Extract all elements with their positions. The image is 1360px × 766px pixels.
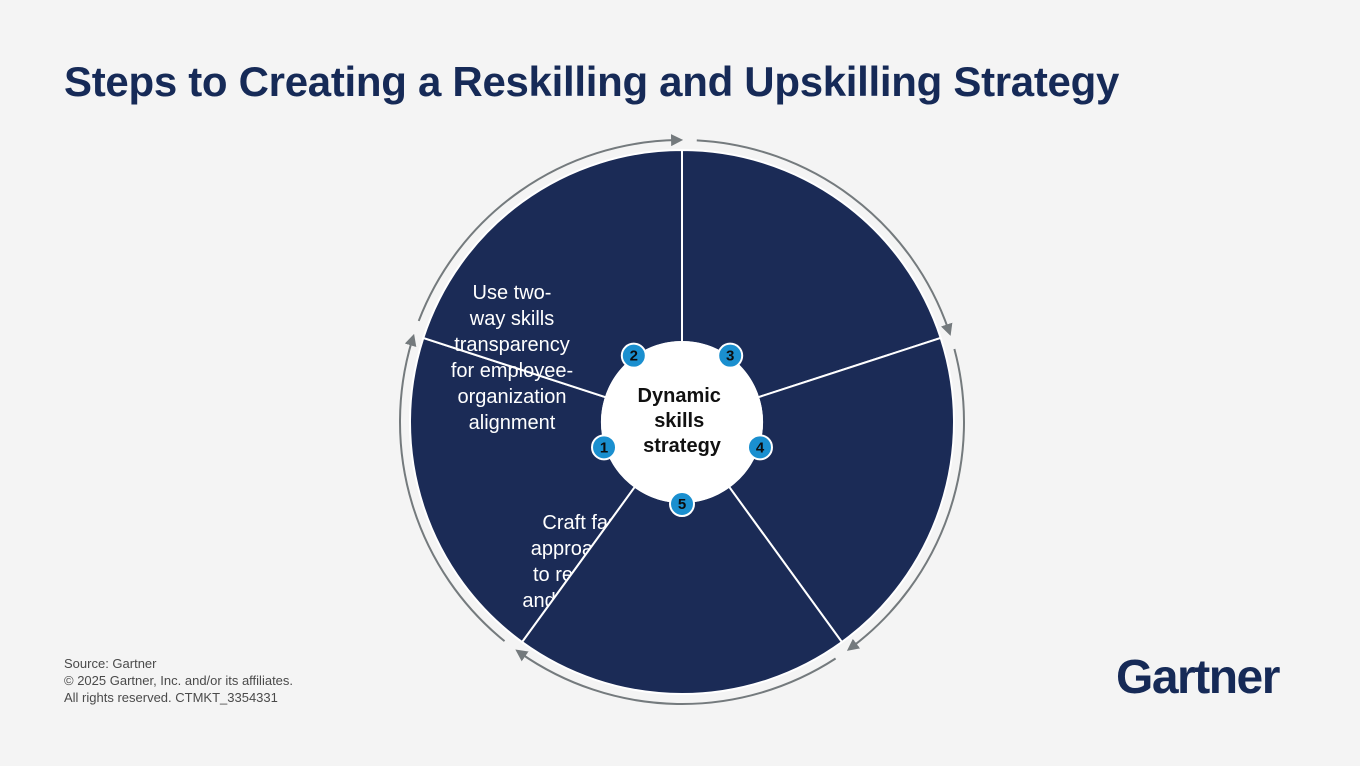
cycle-arrow xyxy=(417,134,684,322)
step-3-number: 3 xyxy=(726,348,734,365)
source-note: Source: Gartner © 2025 Gartner, Inc. and… xyxy=(64,655,293,706)
source-line: Source: Gartner xyxy=(64,656,157,671)
cycle-arrow xyxy=(515,649,837,705)
step-5-badge xyxy=(669,491,695,517)
center-label: Dynamic skills strategy xyxy=(638,385,727,457)
step-4-badge xyxy=(746,434,773,461)
rights-line: All rights reserved. CTMKT_3354331 xyxy=(64,690,278,705)
step-5-number: 5 xyxy=(678,496,686,513)
step-4-number: 4 xyxy=(756,439,765,456)
step-2-badge xyxy=(620,342,647,369)
step-2-number: 2 xyxy=(630,348,638,365)
step-label-line: transparency xyxy=(454,334,570,356)
gartner-logo: Gartner xyxy=(1116,651,1280,704)
cycle-arrow xyxy=(696,139,953,336)
step-5-label: Use two-way skills transparency for employ… xyxy=(451,282,573,434)
cycle-arrow xyxy=(399,333,506,642)
step-1-badge xyxy=(591,434,618,461)
copyright-line: © 2025 Gartner, Inc. and/or its affiliat… xyxy=(64,673,294,688)
cycle-arrow xyxy=(846,348,965,651)
step-1-number: 1 xyxy=(600,439,608,456)
step-label-line: alignment xyxy=(469,412,556,434)
step-label-line: for employee- xyxy=(451,360,573,382)
step-label-line: way skills xyxy=(469,308,554,330)
step-label-line: organization xyxy=(458,386,567,408)
step-3-badge xyxy=(717,342,744,369)
center-label-line: strategy xyxy=(643,435,722,457)
center-label-line: Dynamic xyxy=(638,385,721,407)
page-title: Steps to Creating a Reskilling and Upski… xyxy=(64,58,1120,105)
center-label-line: skills xyxy=(654,410,704,432)
step-label-line: Use two- xyxy=(473,282,552,304)
